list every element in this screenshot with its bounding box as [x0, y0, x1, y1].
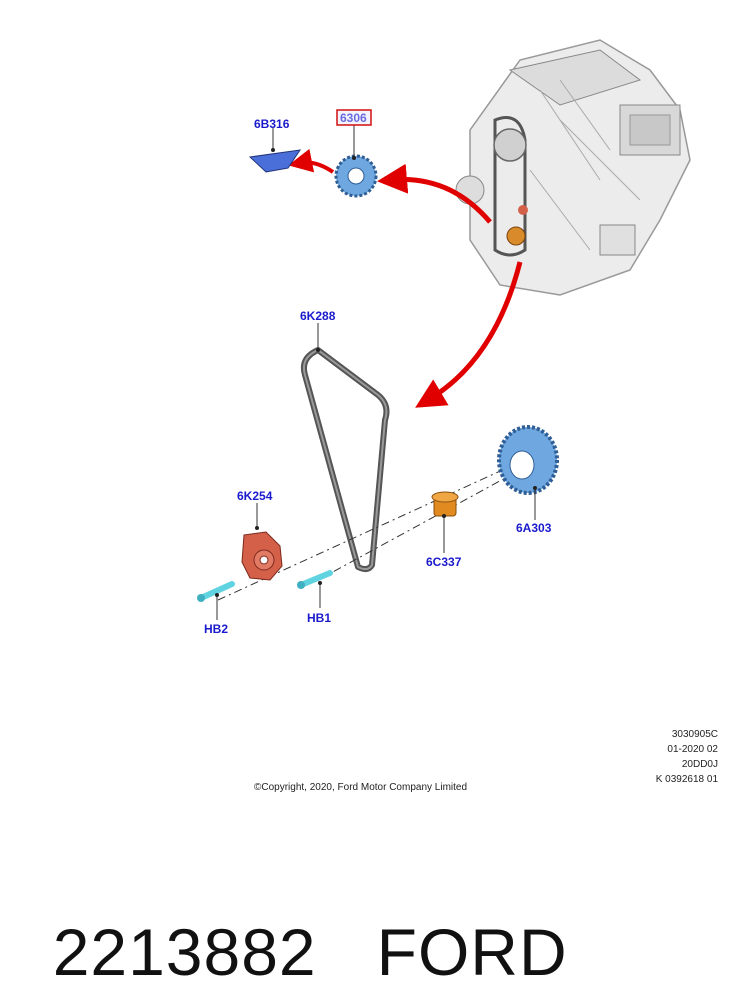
part-6c337-idler[interactable] — [431, 491, 459, 517]
label-hb2[interactable]: HB2 — [204, 622, 228, 636]
illustration-code: 3030905C — [671, 729, 718, 740]
label-6306[interactable]: 6306 — [340, 111, 367, 125]
part-6a303-gear[interactable] — [497, 425, 559, 495]
part-number: 2213882 — [52, 915, 317, 989]
parts-diagram: 6B316 6306 6K288 6K254 6A303 6C337 HB2 H… — [197, 39, 691, 636]
arrow-to-6B316 — [288, 148, 335, 174]
part-6b316-cover[interactable] — [248, 149, 302, 173]
label-6306-box — [336, 109, 372, 126]
illustration-engine-code: 20DD0J — [681, 759, 718, 770]
label-6k254[interactable]: 6K254 — [237, 489, 273, 503]
footer-caption: 2213882 FORD — [14, 838, 628, 990]
label-6c337[interactable]: 6C337 — [426, 555, 462, 569]
brand-name: FORD — [376, 915, 568, 989]
callout-arrows — [288, 148, 523, 408]
label-6k288[interactable]: 6K288 — [300, 309, 336, 323]
part-6k254-tensioner[interactable] — [241, 531, 283, 581]
copyright-notice: ©Copyright, 2020, Ford Motor Company Lim… — [254, 782, 468, 793]
part-6306-sprocket[interactable] — [334, 154, 378, 198]
label-hb1[interactable]: HB1 — [307, 611, 331, 625]
illustration-date: 01-2020 02 — [667, 744, 718, 755]
part-hb1-bolt[interactable] — [297, 570, 333, 589]
engine-illustration — [455, 39, 691, 296]
illustration-reference: K 0392618 01 — [655, 774, 718, 785]
arrow-to-6306 — [377, 163, 492, 224]
label-6a303[interactable]: 6A303 — [516, 521, 552, 535]
label-6b316[interactable]: 6B316 — [254, 117, 290, 131]
arrow-to-belt-assembly — [415, 261, 523, 408]
part-hb2-bolt[interactable] — [197, 581, 235, 602]
